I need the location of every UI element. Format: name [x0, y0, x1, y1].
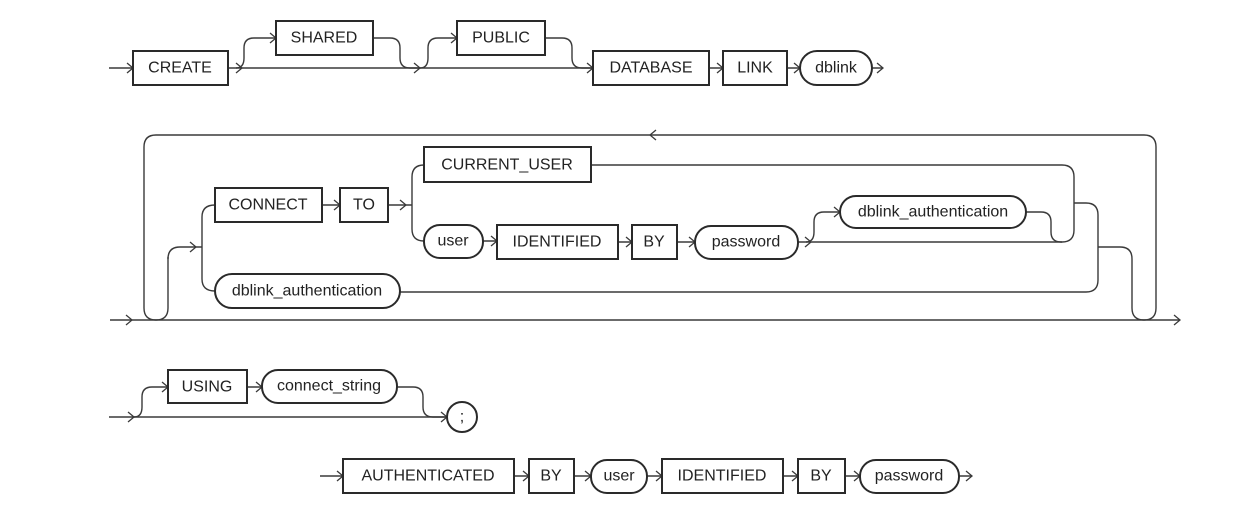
- svg-text:SHARED: SHARED: [291, 30, 358, 47]
- keyword-by: BY: [631, 224, 678, 260]
- keyword-link: LINK: [722, 50, 788, 86]
- svg-text:BY: BY: [643, 234, 665, 251]
- svg-text:;: ;: [460, 409, 464, 426]
- nonterminal-dblink: dblink: [799, 50, 873, 86]
- dblink-auth-track: [400, 202, 1099, 293]
- keyword-identified: IDENTIFIED: [661, 458, 784, 494]
- keyword-identified: IDENTIFIED: [496, 224, 619, 260]
- branch-track: [167, 204, 216, 292]
- svg-text:AUTHENTICATED: AUTHENTICATED: [361, 468, 494, 485]
- row-connect-clause: CONNECT TO CURRENT_USER user IDENTIFIED …: [110, 129, 1182, 326]
- keyword-using: USING: [167, 369, 248, 404]
- using-option-track: [133, 386, 447, 418]
- nonterminal-dblink-authentication: dblink_authentication: [214, 273, 401, 309]
- keyword-authenticated: AUTHENTICATED: [342, 458, 515, 494]
- svg-text:CREATE: CREATE: [148, 60, 212, 77]
- svg-text:password: password: [875, 468, 943, 485]
- svg-text:CURRENT_USER: CURRENT_USER: [441, 157, 573, 174]
- svg-text:BY: BY: [810, 468, 832, 485]
- nonterminal-connect-string: connect_string: [261, 369, 398, 404]
- svg-text:DATABASE: DATABASE: [610, 60, 693, 77]
- svg-text:IDENTIFIED: IDENTIFIED: [513, 234, 602, 251]
- nonterminal-user: user: [590, 459, 648, 494]
- keyword-database: DATABASE: [592, 50, 710, 86]
- svg-text:dblink_authentication: dblink_authentication: [232, 283, 382, 300]
- svg-text:dblink: dblink: [815, 60, 858, 77]
- svg-text:TO: TO: [353, 197, 375, 214]
- user-track: [483, 240, 695, 243]
- svg-text:BY: BY: [540, 468, 562, 485]
- svg-text:user: user: [437, 233, 469, 250]
- svg-text:CONNECT: CONNECT: [228, 197, 307, 214]
- keyword-connect: CONNECT: [214, 187, 323, 223]
- nonterminal-password: password: [694, 225, 799, 260]
- nonterminal-password: password: [859, 459, 960, 494]
- svg-text:connect_string: connect_string: [277, 378, 381, 395]
- keyword-create: CREATE: [132, 50, 229, 86]
- row-create-database-link: CREATE SHARED PUBLIC DATABASE LINK dblin…: [109, 20, 885, 86]
- svg-text:USING: USING: [182, 379, 233, 396]
- keyword-shared: SHARED: [275, 20, 374, 56]
- repeat-loop-track: [143, 134, 1157, 321]
- row-using-clause: USING connect_string ;: [109, 369, 478, 433]
- public-option-track: [419, 37, 593, 69]
- svg-text:password: password: [712, 234, 780, 251]
- svg-text:dblink_authentication: dblink_authentication: [858, 204, 1008, 221]
- nonterminal-user: user: [423, 224, 484, 259]
- svg-text:LINK: LINK: [737, 60, 773, 77]
- keyword-by: BY: [797, 458, 846, 494]
- nonterminal-dblink-authentication-optional: dblink_authentication: [839, 195, 1027, 229]
- connect-to-track: [322, 164, 425, 242]
- keyword-current-user: CURRENT_USER: [423, 146, 592, 183]
- keyword-to: TO: [339, 187, 389, 223]
- row-authenticated-clause: AUTHENTICATED BY user IDENTIFIED BY pass…: [320, 458, 974, 494]
- svg-text:PUBLIC: PUBLIC: [472, 30, 530, 47]
- svg-text:IDENTIFIED: IDENTIFIED: [678, 468, 767, 485]
- keyword-public: PUBLIC: [456, 20, 546, 56]
- svg-text:user: user: [603, 468, 635, 485]
- terminal-semicolon: ;: [446, 401, 478, 433]
- keyword-by: BY: [528, 458, 575, 494]
